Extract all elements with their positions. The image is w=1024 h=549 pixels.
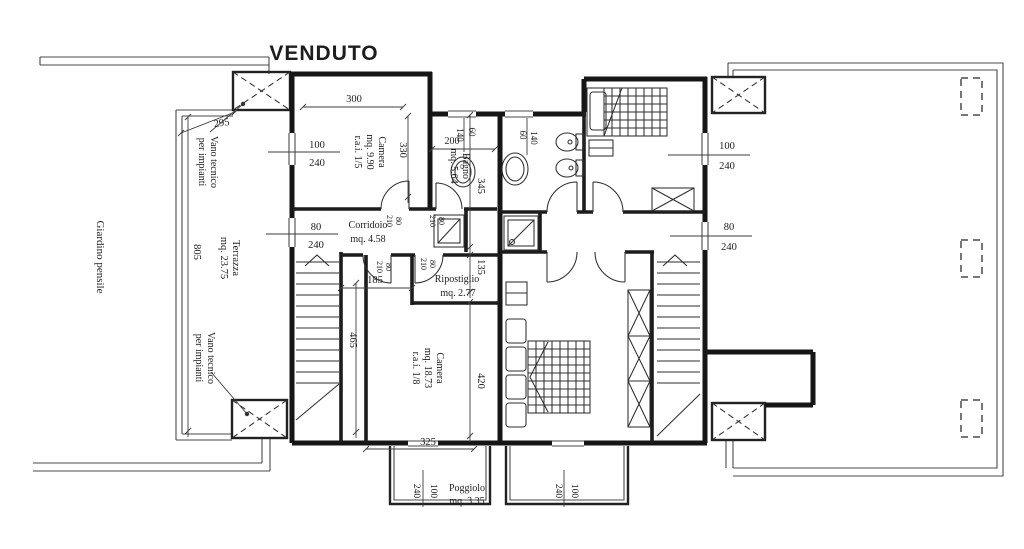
rwindow2-den: 240	[721, 242, 737, 253]
dimension-lines	[177, 101, 752, 507]
terrazza-label-line1: Terrazza	[230, 240, 241, 276]
dim-805: 805	[191, 244, 202, 260]
dim-135: 135	[475, 259, 486, 275]
window1-num: 100	[309, 140, 325, 151]
vano-tecnico-bottom-line1: Vano tecnico	[205, 332, 216, 384]
corridoio-label-line2: mq. 4.58	[350, 234, 385, 245]
door2-80: 80	[437, 217, 446, 225]
dim-420: 420	[475, 373, 486, 389]
poggiolo-label-line1: Poggiolo	[449, 483, 485, 494]
door4-210: 210	[419, 258, 428, 270]
door4-80: 80	[428, 260, 437, 268]
dim-345: 345	[475, 178, 486, 194]
camera1-label-line3: r.a.i. 1/5	[352, 136, 363, 169]
balcony-left-100: 100	[428, 484, 438, 499]
dim-295: 295	[213, 117, 230, 130]
rwindow1-num: 100	[719, 141, 735, 152]
giardino-pensile-label: Giardino pensile	[94, 220, 106, 293]
door2-210: 210	[428, 215, 437, 227]
terrazza-label-line2: mq. 23.75	[218, 237, 229, 279]
dim-330: 330	[397, 142, 408, 158]
door-swings	[362, 180, 626, 284]
door3-80: 80	[384, 263, 393, 271]
bathroom-fixtures	[433, 132, 585, 251]
camera2-label-line1: Camera	[434, 352, 445, 384]
dim-300: 300	[346, 94, 362, 105]
staircase-left	[295, 254, 340, 421]
camera1-label-line1: Camera	[376, 136, 387, 168]
corridoio-label-line1: Corridoio	[349, 220, 388, 231]
ripostiglio-label-line2: mq. 2.77	[440, 288, 475, 299]
exterior-walls	[289, 71, 816, 446]
terrace-parapet	[175, 109, 233, 441]
dim-200: 200	[445, 136, 460, 147]
camera1-label-line2: mq. 9.90	[364, 134, 375, 169]
balcony-walls	[388, 446, 630, 506]
window1-den: 240	[309, 158, 325, 169]
dim-465: 465	[347, 332, 358, 348]
balcony-left-240: 240	[411, 484, 421, 499]
technical-shaft-boxes	[230, 70, 767, 442]
planter-dashed-boxes	[960, 77, 983, 438]
wardrobes	[627, 187, 695, 428]
camera2-label-line3: r.a.i. 1/8	[410, 352, 421, 385]
door3-210: 210	[375, 261, 384, 273]
vano-tecnico-top-line2: per impianti	[196, 138, 207, 187]
poggiolo-label-line2: mq. 3.35	[449, 496, 484, 507]
bagno-label-line2: mq. 5.64	[448, 148, 459, 183]
bathwin-right-60: 60	[518, 131, 528, 141]
dim-185: 185	[367, 275, 383, 286]
staircase-right	[656, 254, 701, 437]
vano-tecnico-top-line1: Vano tecnico	[208, 136, 219, 188]
garden-boundary-lines	[33, 56, 1004, 477]
window2-num: 80	[311, 222, 322, 233]
dim-325: 325	[420, 437, 436, 448]
ripostiglio-label-line1: Ripostiglio	[435, 274, 479, 285]
bed-bottom-right	[505, 281, 591, 428]
vano-tecnico-bottom-line2: per impianti	[193, 334, 204, 383]
venduto-label: VENDUTO	[269, 42, 378, 65]
balcony-right-100: 100	[569, 484, 579, 499]
door1-210: 210	[385, 215, 394, 227]
camera2-label-line2: mq. 18.73	[422, 348, 433, 388]
bathwin-left-140: 140	[455, 128, 465, 142]
bed-top-right	[586, 87, 668, 157]
window2-den: 240	[308, 240, 324, 251]
door1-80: 80	[394, 217, 403, 225]
bathwin-left-60: 60	[467, 128, 477, 138]
bagno-label-line1: Bagno	[460, 153, 471, 179]
bathwin-right-140: 140	[529, 131, 539, 145]
rwindow1-den: 240	[719, 161, 735, 172]
balcony-right-240: 240	[553, 484, 563, 499]
rwindow2-num: 80	[724, 222, 735, 233]
